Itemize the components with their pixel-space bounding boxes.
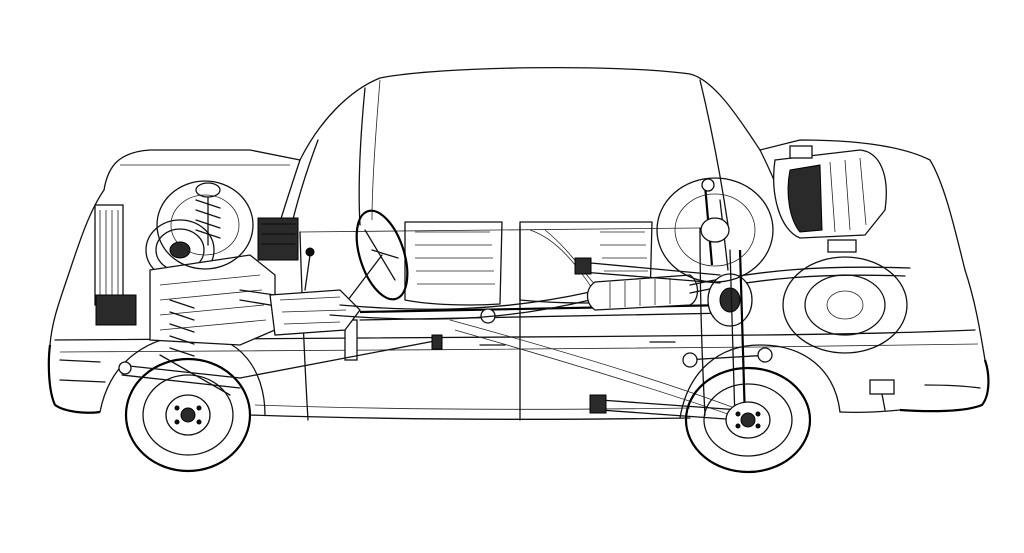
engine [94, 182, 361, 357]
rear-bumper-bracket [869, 379, 895, 411]
drivetrain [329, 266, 911, 421]
front-wheel-inner [156, 180, 254, 270]
rear-wheel [684, 366, 812, 474]
steering-wheel [329, 209, 409, 361]
fuel-tank [773, 145, 887, 253]
front-suspension [118, 334, 443, 396]
spare-wheel [782, 256, 908, 354]
front-wheel [124, 357, 252, 473]
rear-wheel-inner [656, 177, 774, 283]
